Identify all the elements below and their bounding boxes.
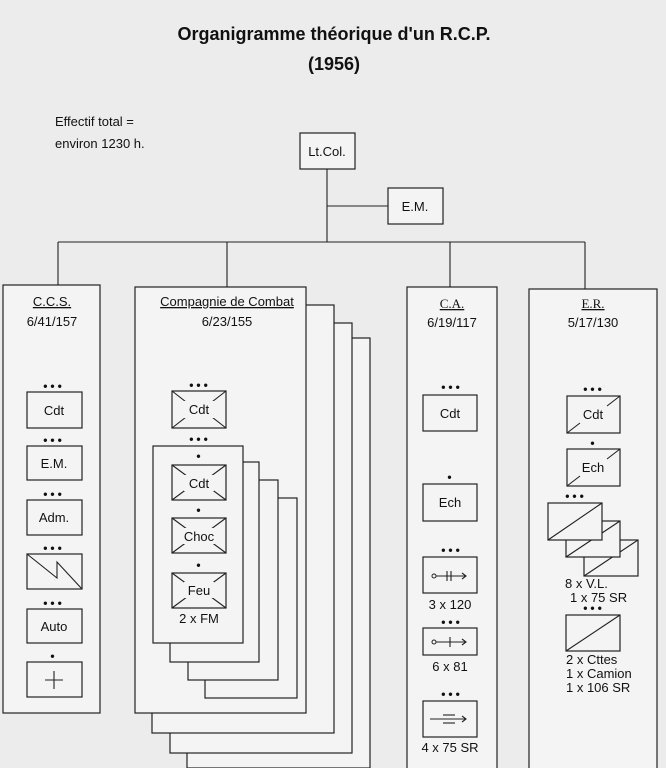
em-label: E.M. <box>402 199 429 214</box>
chart-year: (1956) <box>308 54 360 74</box>
compagnie-cdt-box: Cdt <box>171 390 227 429</box>
er-vl-label-2: 1 x 75 SR <box>570 590 627 605</box>
ltcol-label: Lt.Col. <box>308 144 346 159</box>
section-stack: • Cdt • Choc • Feu 2 x FM <box>152 445 298 699</box>
rank-dot: • <box>590 436 597 450</box>
rank-dot: • <box>196 449 203 463</box>
rank-dots: ••• <box>441 543 463 557</box>
rank-dots: ••• <box>583 601 605 615</box>
section-cdt-box: Cdt <box>171 464 227 501</box>
ltcol-box: Lt.Col. <box>299 132 356 170</box>
er-platoon-box <box>565 614 621 652</box>
ca-mortar120-box <box>422 556 478 594</box>
ccs-transmissions-box <box>26 553 83 590</box>
rank-dots: ••• <box>189 432 211 446</box>
effectif-line1: Effectif total = <box>55 114 134 129</box>
ca-ech-label: Ech <box>439 495 461 510</box>
mortar-81-icon <box>431 637 467 647</box>
rank-dots: ••• <box>189 378 211 392</box>
rank-dots: ••• <box>441 615 463 629</box>
ca-weapon-label: 4 x 75 SR <box>421 740 478 755</box>
compagnie-title: Compagnie de Combat <box>160 294 294 309</box>
rank-dots: ••• <box>43 596 65 610</box>
rank-dots: ••• <box>43 541 65 555</box>
rank-dots: ••• <box>43 487 65 501</box>
er-ech-box: Ech <box>566 448 621 487</box>
compagnie-cdt-label: Cdt <box>189 402 210 417</box>
er-strength: 5/17/130 <box>568 315 619 330</box>
er-title: E.R. <box>581 296 604 311</box>
er-ech-label: Ech <box>582 460 604 475</box>
rank-dots: ••• <box>441 687 463 701</box>
medical-cross-icon <box>45 671 63 689</box>
er-column: E.R. 5/17/130 ••• Cdt • Ech ••• 8 x V.L.… <box>528 288 658 768</box>
er-platoon-label: 2 x Cttes <box>566 652 618 667</box>
ca-weapon-label: 6 x 81 <box>432 659 467 674</box>
rank-dot: • <box>196 558 203 572</box>
ccs-auto-label: Auto <box>41 619 68 634</box>
rank-dots: ••• <box>441 380 463 394</box>
ccs-cdt-label: Cdt <box>44 403 65 418</box>
effectif-line2: environ 1230 h. <box>55 136 145 151</box>
ccs-column: C.C.S. 6/41/157 ••• Cdt ••• E.M. ••• Adm… <box>2 284 101 714</box>
er-cdt-label: Cdt <box>583 407 604 422</box>
rank-dots: ••• <box>565 489 587 503</box>
transmissions-icon <box>26 553 83 590</box>
ccs-adm-box <box>26 499 83 536</box>
section-feu-label: Feu <box>188 583 210 598</box>
er-vl-label: 8 x V.L. <box>565 576 608 591</box>
rank-dot: • <box>196 503 203 517</box>
rank-dot: • <box>447 470 454 484</box>
ccs-adm-label: Adm. <box>39 510 69 525</box>
ccs-auto-box <box>26 608 83 644</box>
section-feu-note: 2 x FM <box>179 611 219 626</box>
er-cdt-box: Cdt <box>566 395 621 434</box>
ccs-em-box <box>26 445 83 481</box>
ca-cdt-box <box>422 394 478 432</box>
er-platoon-label-2: 1 x Camion <box>566 666 632 681</box>
ca-cdt-label: Cdt <box>440 406 461 421</box>
chart-title: Organigramme théorique d'un R.C.P. <box>178 24 491 44</box>
ccs-strength: 6/41/157 <box>27 314 78 329</box>
ca-title: C.A. <box>440 296 465 311</box>
ca-weapon-label: 3 x 120 <box>429 597 472 612</box>
ccs-title: C.C.S. <box>33 294 71 309</box>
connector-lines <box>57 168 586 768</box>
rank-dot: • <box>50 649 57 663</box>
ccs-em-label: E.M. <box>41 456 68 471</box>
section-feu-box: Feu <box>171 572 227 609</box>
vl-vehicle-stack <box>547 502 639 577</box>
ccs-cdt-box <box>26 391 83 429</box>
rank-dots: ••• <box>43 433 65 447</box>
rank-dots: ••• <box>43 379 65 393</box>
mortar-120-icon <box>431 571 467 581</box>
recoilless-75sr-icon <box>430 714 467 724</box>
em-box: E.M. <box>387 187 444 225</box>
ca-ech-box <box>422 483 478 522</box>
ca-strength: 6/19/117 <box>427 315 477 330</box>
section-choc-box: Choc <box>171 517 227 554</box>
section-cdt-label: Cdt <box>189 476 210 491</box>
ca-column: C.A. 6/19/117 ••• Cdt • Ech ••• 3 x 120 … <box>406 286 498 768</box>
er-platoon-label-3: 1 x 106 SR <box>566 680 630 695</box>
compagnie-strength: 6/23/155 <box>202 314 253 329</box>
section-choc-label: Choc <box>184 529 215 544</box>
compagnie-column: Compagnie de Combat 6/23/155 ••• Cdt •••… <box>134 286 371 768</box>
rank-dots: ••• <box>583 382 605 396</box>
